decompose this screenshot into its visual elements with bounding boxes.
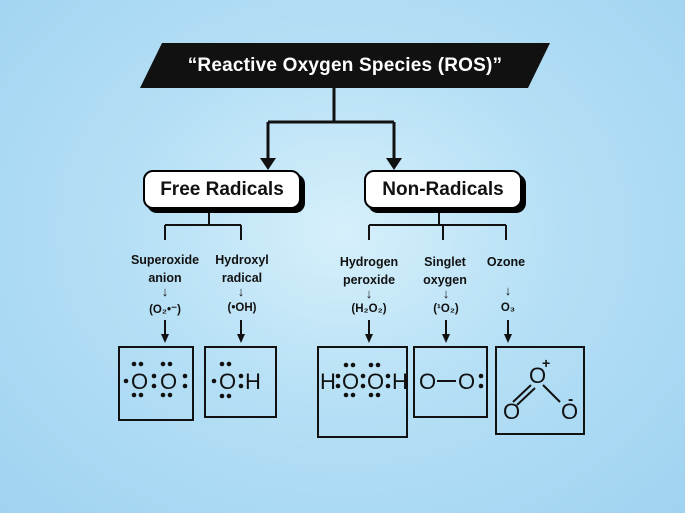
down-arrow-icon: ↓ xyxy=(442,286,450,301)
species-formula: O₃ xyxy=(500,302,516,314)
down-arrow-icon: ↓ xyxy=(365,286,373,301)
atom-symbol: O xyxy=(131,369,148,394)
title-banner: “Reactive Oxygen Species (ROS)” xyxy=(140,43,550,88)
negative-charge: - xyxy=(568,391,573,408)
species-name-line2: anion xyxy=(148,271,182,285)
species-name-line1: Hydrogen xyxy=(339,255,399,269)
atom-symbol: O xyxy=(561,399,578,424)
species-formula: (O₂•⁻) xyxy=(149,304,181,316)
diagram-title: “Reactive Oxygen Species (ROS)” xyxy=(187,54,503,76)
singlet-structure-box xyxy=(413,346,488,418)
atom-symbol: O xyxy=(503,399,520,424)
peroxide-lewis: H O O H xyxy=(320,362,408,398)
species-formula: (H₂O₂) xyxy=(351,303,387,315)
atom-symbol: H xyxy=(320,369,336,394)
species-name-line1: Ozone xyxy=(486,255,526,269)
species-formula: (¹O₂) xyxy=(433,303,459,315)
down-arrow-icon: ↓ xyxy=(161,284,169,299)
singlet-lewis: O O xyxy=(419,369,484,394)
atom-symbol: O xyxy=(342,369,359,394)
ozone-lewis: O + O O - xyxy=(503,355,578,424)
species-name-line2: oxygen xyxy=(423,273,467,287)
down-arrow-icon: ↓ xyxy=(237,284,245,299)
down-arrow-icon: ↓ xyxy=(504,283,512,298)
atom-symbol: O xyxy=(529,363,546,388)
atom-symbol: O xyxy=(367,369,384,394)
atom-symbol: O xyxy=(419,369,436,394)
species-formula: (•OH) xyxy=(227,302,257,314)
free-radicals-box: Free Radicals xyxy=(143,170,301,209)
species-name-line2: peroxide xyxy=(342,273,396,287)
non-radicals-box: Non-Radicals xyxy=(364,170,522,209)
superoxide-structure-box xyxy=(118,346,194,421)
superoxide-lewis: O O xyxy=(123,361,188,398)
atom-symbol: O xyxy=(160,369,177,394)
species-name-line2: radical xyxy=(221,271,263,285)
peroxide-structure-box xyxy=(317,346,408,438)
hydroxyl-structure-box xyxy=(204,346,277,418)
atom-symbol: O xyxy=(458,369,475,394)
species-name-line1: Superoxide xyxy=(130,253,200,267)
atom-symbol: H xyxy=(245,369,261,394)
species-name-line1: Hydroxyl xyxy=(215,253,269,267)
atom-symbol: O xyxy=(219,369,236,394)
species-name-line1: Singlet xyxy=(424,255,466,269)
atom-symbol: H xyxy=(392,369,408,394)
positive-charge: + xyxy=(542,355,550,371)
ozone-structure-box xyxy=(495,346,585,435)
hydroxyl-lewis: O H xyxy=(211,361,261,399)
banner-shape xyxy=(140,43,550,88)
